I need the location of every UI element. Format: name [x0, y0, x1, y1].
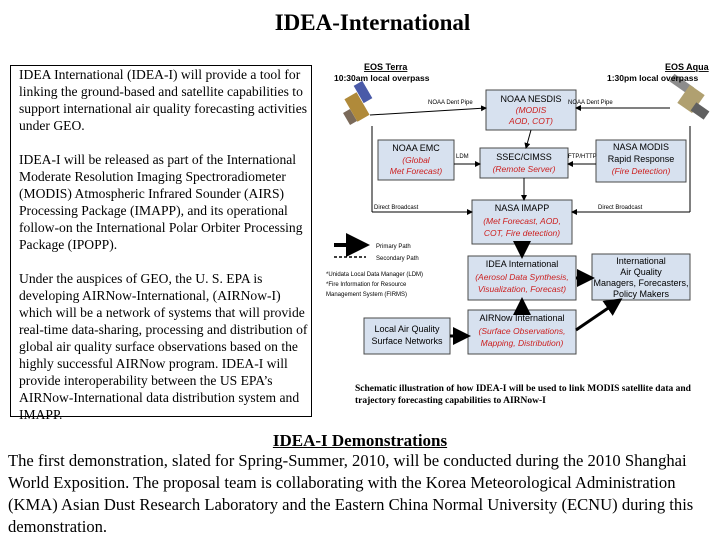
direct-left-label: Direct Broadcast [374, 205, 419, 211]
footnote-1: *Unidata Local Data Manager (LDM) [326, 272, 423, 278]
demonstrations-heading: IDEA-I Demonstrations [272, 431, 448, 450]
description-paragraph-2: IDEA-I will be released as part of the I… [19, 152, 303, 252]
demonstrations-body: The first demonstration, slated for Spri… [8, 451, 694, 536]
emc-title: NOAA EMC [392, 143, 440, 153]
ftp-label: FTP/HTTP [568, 154, 597, 160]
nesdis-sub2: AOD, COT) [508, 116, 553, 126]
footnote-2: *Fire Information for Resource [326, 282, 407, 288]
idea-box [467, 255, 577, 301]
nesdis-sub1: (MODIS [516, 105, 547, 115]
airnow-sub2: Mapping, Distribution) [481, 338, 564, 348]
ssec-title: SSEC/CIMSS [496, 152, 552, 162]
imapp-sub1: (Met Forecast, AOD, [483, 216, 561, 226]
terra-satellite-icon [343, 80, 373, 126]
terra-time: 10:30am local overpass [334, 73, 430, 83]
ssec-box [479, 147, 569, 179]
emc-sub2: Met Forecast) [390, 166, 443, 176]
local-line1: Local Air Quality [374, 324, 440, 334]
emc-box [377, 139, 455, 181]
rapid-response-box [595, 139, 687, 183]
description-box: IDEA International (IDEA-I) will provide… [10, 65, 312, 422]
idea-sub2: Visualization, Forecast) [478, 284, 566, 294]
footnote-3: Management System (FIRMS) [326, 292, 407, 298]
rapid-response-title1: NASA MODIS [613, 142, 669, 152]
imapp-title: NASA IMAPP [495, 203, 550, 213]
intl-line2: Air Quality [620, 267, 662, 277]
ldm-label: LDM [456, 154, 469, 160]
idea-sub1: (Aerosol Data Synthesis, [475, 272, 569, 282]
international-box [591, 253, 691, 301]
local-networks-box [363, 317, 451, 355]
emc-sub1: (Global [402, 155, 431, 165]
intl-line1: International [616, 256, 666, 266]
intl-line3: Managers, Forecasters, [593, 278, 688, 288]
legend-secondary: Secondary Path [376, 256, 419, 262]
rapid-response-title2: Rapid Response [608, 154, 675, 164]
description-paragraph-1: IDEA International (IDEA-I) will provide… [19, 67, 308, 133]
terra-name: EOS Terra [364, 62, 408, 72]
aqua-time: 1:30pm local overpass [607, 73, 698, 83]
intl-line4: Policy Makers [613, 289, 670, 299]
airnow-box [467, 309, 577, 355]
nesdis-title: NOAA NESDIS [500, 94, 561, 104]
diagram-caption: Schematic illustration of how IDEA-I wil… [355, 384, 691, 406]
pipe-right-label: NOAA Dent Pipe [568, 100, 613, 106]
local-line2: Surface Networks [371, 336, 443, 346]
imapp-sub2: COT, Fire detection) [484, 228, 560, 238]
schematic-diagram: EOS Terra 10:30am local overpass EOS Aqu… [326, 62, 710, 355]
description-paragraph-3: Under the auspices of GEO, the U. S. EPA… [19, 271, 308, 422]
ssec-sub: (Remote Server) [493, 164, 556, 174]
aqua-satellite-icon [669, 73, 710, 120]
pipe-left-label: NOAA Dent Pipe [428, 100, 473, 106]
direct-right-label: Direct Broadcast [598, 205, 643, 211]
page-title: IDEA-International [274, 10, 471, 35]
rapid-response-sub: (Fire Detection) [612, 166, 671, 176]
airnow-title: AIRNow International [479, 313, 564, 323]
legend-primary: Primary Path [376, 244, 411, 250]
aqua-name: EOS Aqua [665, 62, 710, 72]
airnow-sub1: (Surface Observations, [479, 326, 566, 336]
idea-title: IDEA International [486, 259, 559, 269]
